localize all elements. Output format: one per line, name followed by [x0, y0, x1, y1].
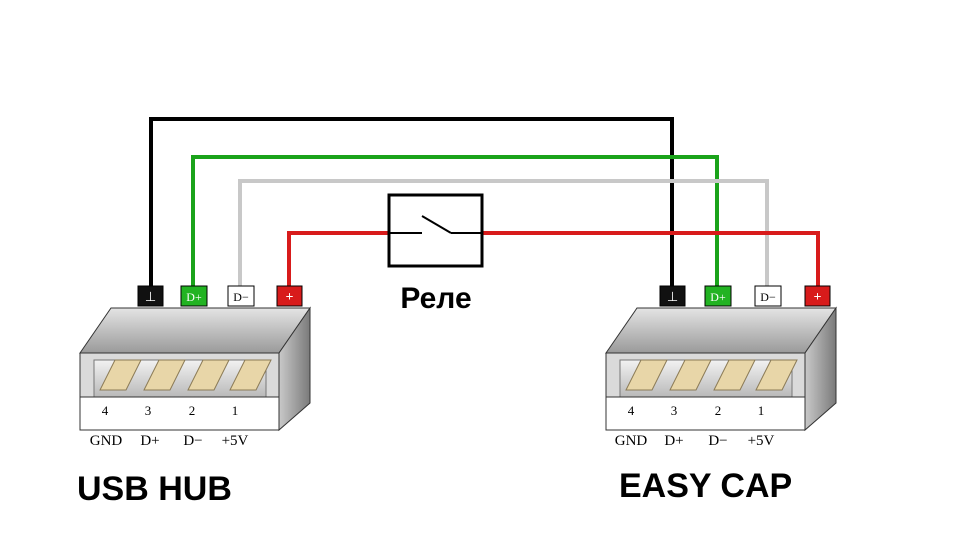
plus-5v-wire-right: [482, 231, 820, 287]
easy-cap-connector: ⊥ D+ D− + 4 3 2 1: [605, 285, 837, 505]
pin-number: 4: [628, 403, 635, 418]
pin-label: +5V: [222, 433, 249, 449]
pin-number: 3: [671, 403, 678, 418]
pin-number: 2: [189, 403, 196, 418]
relay-box: [387, 193, 484, 268]
plus-tag-label: +: [814, 290, 822, 305]
pin-label: D+: [664, 433, 683, 449]
d-minus-tag: [754, 285, 782, 307]
gnd-tag-label: ⊥: [145, 289, 156, 304]
d-plus-tag: [180, 285, 208, 307]
pin-number: 4: [102, 403, 109, 418]
plus-5v-wire-left: [287, 231, 390, 287]
d-plus-wire: [191, 155, 719, 287]
d-plus-tag-label: D+: [186, 290, 202, 304]
usb-plug-body: [79, 306, 311, 432]
plus-tag: [804, 285, 831, 307]
gnd-tag: [659, 285, 686, 307]
wires: [149, 117, 820, 287]
d-plus-tag: [704, 285, 732, 307]
pin-label: GND: [615, 433, 648, 449]
connector-name: EASY CAP: [619, 467, 792, 505]
pin-number: 3: [145, 403, 152, 418]
pin-label: +5V: [748, 433, 775, 449]
connector-name: USB HUB: [77, 470, 232, 508]
relay-label: Реле: [400, 282, 471, 315]
plus-tag-label: +: [286, 290, 294, 305]
relay-contact: [421, 215, 452, 234]
pin-number: 1: [232, 403, 239, 418]
gnd-wire: [149, 117, 674, 287]
d-plus-tag-label: D+: [710, 290, 726, 304]
usb-contacts: [625, 359, 798, 391]
pin-numbers: 4 3 2 1: [628, 403, 765, 418]
pin-label: GND: [90, 433, 123, 449]
pin-number: 1: [758, 403, 765, 418]
gnd-tag-label: ⊥: [667, 289, 678, 304]
pin-tags: ⊥ D+ D− +: [659, 285, 831, 307]
usb-hub-connector: ⊥ D+ D− + 4 3 2 1: [77, 285, 311, 508]
relay: Реле: [387, 193, 484, 315]
usb-contacts: [99, 359, 272, 391]
pin-number: 2: [715, 403, 722, 418]
pin-label: D+: [140, 433, 159, 449]
d-minus-tag-label: D−: [760, 290, 776, 304]
pin-tags: ⊥ D+ D− +: [137, 285, 303, 307]
pin-label: D−: [183, 433, 202, 449]
pin-numbers: 4 3 2 1: [102, 403, 239, 418]
pin-labels: GND D+ D− +5V: [90, 433, 249, 449]
usb-plug-body: [605, 306, 837, 432]
gnd-tag: [137, 285, 164, 307]
pin-labels: GND D+ D− +5V: [615, 433, 775, 449]
plus-tag: [276, 285, 303, 307]
pin-label: D−: [708, 433, 727, 449]
d-minus-tag: [227, 285, 255, 307]
d-minus-tag-label: D−: [233, 290, 249, 304]
